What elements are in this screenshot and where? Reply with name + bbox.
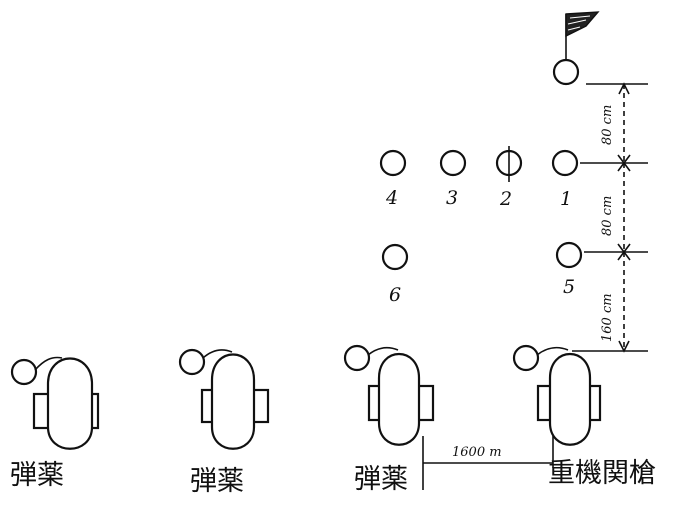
dimension-1600m: 1600 m — [452, 445, 502, 460]
gun-position-3 — [343, 344, 435, 446]
target-label-6: 6 — [389, 284, 401, 306]
target-label-4: 4 — [385, 187, 398, 209]
target-label-2: 2 — [499, 188, 512, 210]
target-label-3: 3 — [446, 187, 458, 209]
dimension-80cm-upper: 80 cm — [600, 105, 615, 145]
ammo-label-1: 弾薬 — [10, 460, 64, 491]
target-1 — [551, 149, 579, 177]
gun-position-1 — [10, 356, 100, 450]
flag-target — [552, 58, 580, 86]
vertical-dimension-line — [572, 82, 648, 353]
target-6 — [381, 243, 409, 271]
target-4 — [379, 149, 407, 177]
target-label-1: 1 — [560, 188, 572, 210]
ammo-label-2: 弾薬 — [190, 466, 244, 497]
target-3 — [439, 149, 467, 177]
flag-icon — [565, 11, 600, 68]
dimension-160cm: 160 cm — [600, 293, 615, 342]
heavy-machine-gun-label: 重機関槍 — [548, 458, 656, 489]
ammo-label-3: 弾薬 — [354, 464, 408, 495]
target-5 — [555, 241, 583, 269]
gun-position-2 — [178, 348, 270, 450]
horizontal-dimension-line — [422, 436, 554, 490]
target-label-5: 5 — [563, 276, 575, 298]
gun-position-4 — [512, 344, 602, 446]
target-2 — [495, 146, 523, 182]
dimension-80cm-middle: 80 cm — [600, 196, 615, 236]
